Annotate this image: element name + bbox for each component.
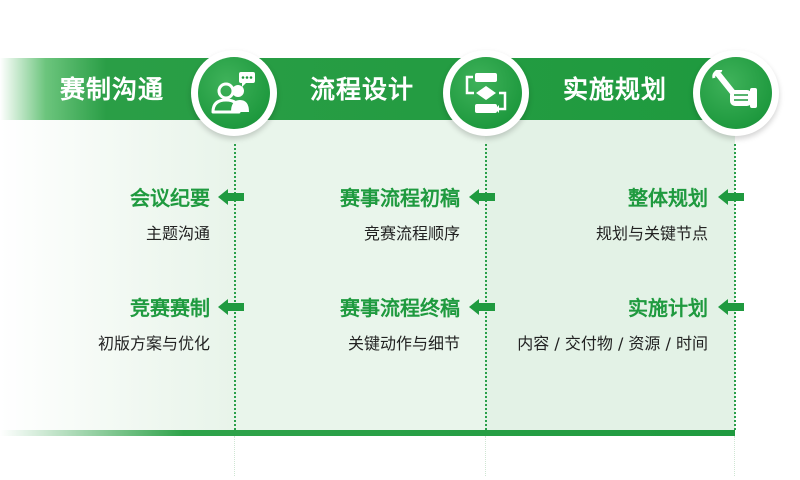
column-panel-1 (0, 120, 235, 432)
item-title-1-1: 会议纪要 (130, 186, 210, 210)
item-sub-2-1: 竞赛流程顺序 (363, 224, 460, 243)
item-title-3-2: 实施计划 (628, 296, 708, 320)
arrow-left-icon (469, 189, 495, 205)
item-sub-3-2: 内容 / 交付物 / 资源 / 时间 (517, 334, 708, 353)
connector-tail-3 (734, 436, 735, 476)
arrow-left-icon (218, 189, 244, 205)
item-title-2-2: 赛事流程终稿 (340, 296, 460, 320)
item-title-1-2: 竞赛赛制 (130, 296, 210, 320)
column-panel-3 (485, 120, 735, 432)
item-sub-3-1: 规划与关键节点 (595, 224, 708, 243)
connector-tail-2 (485, 436, 486, 476)
column-panel-2 (235, 120, 485, 432)
wrench-hand-icon (712, 70, 757, 108)
section-title-2: 流程设计 (310, 75, 415, 104)
arrow-left-icon (718, 299, 744, 315)
connector-tail-1 (234, 436, 235, 476)
arrow-left-icon (218, 299, 244, 315)
item-sub-1-2: 初版方案与优化 (97, 334, 210, 353)
section-title-1: 赛制沟通 (60, 75, 165, 104)
flowchart-icon (465, 73, 507, 113)
section-icon-badge-1 (191, 50, 277, 136)
item-title-2-1: 赛事流程初稿 (340, 186, 460, 210)
item-title-3-1: 整体规划 (628, 186, 708, 210)
users-chat-icon (211, 72, 255, 114)
arrow-left-icon (718, 189, 744, 205)
connector-line-2 (485, 144, 487, 430)
bottom-divider (0, 430, 735, 436)
item-sub-2-2: 关键动作与细节 (347, 334, 460, 353)
section-icon-badge-3 (693, 50, 779, 136)
section-title-3: 实施规划 (563, 75, 668, 104)
arrow-left-icon (469, 299, 495, 315)
section-icon-badge-2 (443, 50, 529, 136)
header-band (0, 58, 760, 120)
connector-line-1 (234, 144, 236, 430)
item-sub-1-1: 主题沟通 (145, 224, 210, 243)
connector-line-3 (734, 144, 736, 430)
